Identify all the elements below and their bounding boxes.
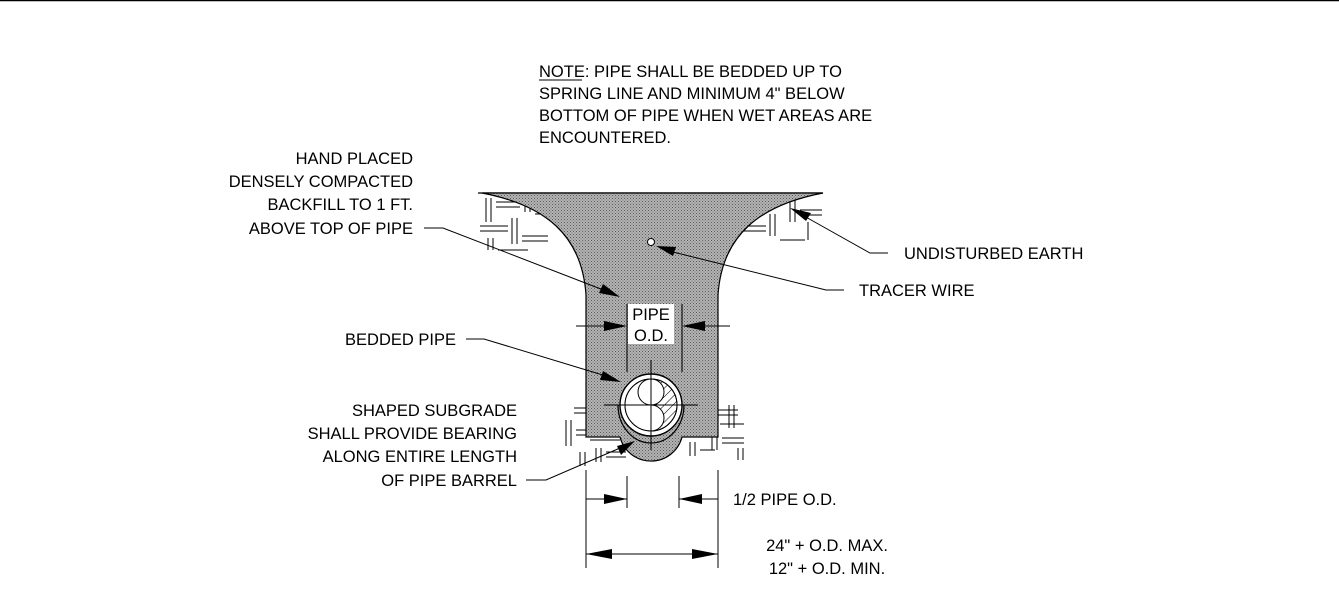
tracer-wire-dot — [647, 238, 655, 246]
bedded-pipe-leader-arrow — [600, 371, 621, 382]
svg-text:NOTE: PIPE SHALL BE BEDDED UP: NOTE: PIPE SHALL BE BEDDED UP TO — [539, 63, 842, 81]
subgrade-label-line-1: SHAPED SUBGRADE — [352, 402, 517, 420]
half-od-label: 1/2 PIPE O.D. — [733, 491, 837, 509]
backfill-label-line-4: ABOVE TOP OF PIPE — [249, 220, 413, 238]
pipe-od-label-line-2: O.D. — [634, 327, 668, 345]
subgrade-label-line-3: ALONG ENTIRE LENGTH — [323, 448, 517, 466]
note-line-1: : PIPE SHALL BE BEDDED UP TO — [585, 63, 842, 81]
note-line-4: ENCOUNTERED. — [539, 129, 671, 147]
backfill-label-line-1: HAND PLACED — [296, 150, 413, 168]
width-label-line-1: 24" + O.D. MAX. — [766, 537, 888, 555]
tracer-wire-label: TRACER WIRE — [859, 282, 975, 300]
backfill-label-line-2: DENSELY COMPACTED — [229, 173, 413, 191]
width-label-line-2: 12" + O.D. MIN. — [769, 560, 885, 578]
width-arrow-right — [692, 549, 718, 559]
backfill-leader — [424, 227, 607, 292]
undisturbed-earth-label: UNDISTURBED EARTH — [904, 245, 1083, 263]
bedded-pipe-label: BEDDED PIPE — [345, 331, 456, 349]
tracer-wire-leader — [668, 250, 844, 291]
pipe-od-label-box — [628, 304, 674, 344]
pipe-od-arrow-left — [604, 321, 627, 331]
subgrade-leader-arrow — [617, 441, 635, 455]
earth-hatch-right-lower — [689, 405, 744, 460]
pipe-od-arrow-right — [682, 321, 705, 331]
undisturbed-earth-leader-arrow — [790, 208, 811, 221]
note-line-2: SPRING LINE AND MINIMUM 4" BELOW — [539, 85, 845, 103]
tracer-wire-leader-arrow — [656, 246, 676, 256]
subgrade-label-line-4: OF PIPE BARREL — [381, 472, 517, 490]
note-label: NOTE — [539, 63, 585, 81]
undisturbed-earth-leader — [803, 215, 888, 254]
subgrade-leader — [526, 447, 621, 481]
bedded-pipe-leader — [466, 338, 607, 377]
half-od-arrow-left — [604, 494, 627, 504]
half-od-arrow-right — [679, 494, 702, 504]
width-arrow-left — [586, 549, 612, 559]
subgrade-label-line-2: SHALL PROVIDE BEARING — [308, 425, 517, 443]
backfill-label-line-3: BACKFILL TO 1 FT. — [268, 196, 414, 214]
note-block: NOTE: PIPE SHALL BE BEDDED UP TO SPRING … — [539, 63, 872, 147]
note-line-3: BOTTOM OF PIPE WHEN WET AREAS ARE — [539, 107, 872, 125]
width-extension-lines — [585, 470, 719, 568]
pipe-od-label-line-1: PIPE — [632, 306, 670, 324]
backfill-leader-arrow — [599, 284, 620, 297]
bedded-pipe-graphic — [604, 360, 698, 450]
